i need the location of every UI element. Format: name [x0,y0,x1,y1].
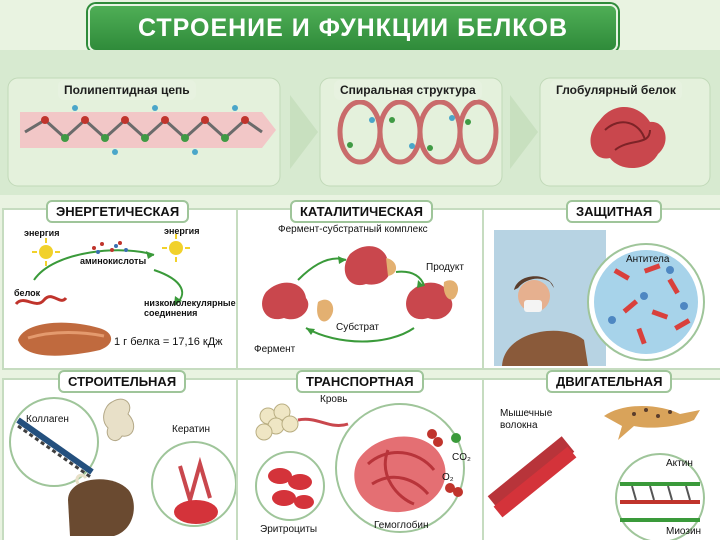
transport-section: Кровь CO₂ O₂ Эритроциты Гемоглобин [236,378,484,540]
complex-label: Фермент-субстратный комплекс [278,224,428,235]
page-title: СТРОЕНИЕ И ФУНКЦИИ БЕЛКОВ [137,13,569,42]
transport-title: ТРАНСПОРТНАЯ [296,370,424,393]
catalytic-illustration [262,246,459,343]
transport-illustration [255,403,465,533]
actin-label: Актин [666,458,693,469]
antibodies-label: Антитела [626,254,670,265]
product-label: Продукт [426,262,464,273]
energy-formula: 1 г белка = 17,16 кДж [114,336,223,348]
helix-label: Спиральная структура [334,80,482,100]
protective-illustration [494,230,705,366]
building-section: Коллаген Кератин [2,378,238,540]
energy-label-2: энергия [164,226,200,236]
collagen-label: Коллаген [26,414,69,425]
catalytic-section: Фермент-субстратный комплекс Продукт Суб… [236,208,484,370]
protein-label: белок [14,288,41,298]
motor-section: Мышечные волокна Актин Миозин [482,378,720,540]
structure-panel: Полипептидная цепь Спиральная структура … [0,50,720,195]
building-illustration [9,397,236,536]
motor-title: ДВИГАТЕЛЬНАЯ [546,370,673,393]
substrate-label: Субстрат [336,322,380,333]
erythrocytes-label: Эритроциты [260,524,318,535]
energy-label-1: энергия [24,228,60,238]
blood-label: Кровь [320,394,348,405]
enzyme-label: Фермент [254,344,296,355]
hemoglobin-label: Гемоглобин [374,520,429,531]
aminoacids-label: аминокислоты [80,256,147,266]
fibers-label: Мышечные волокна [500,408,553,431]
protective-title: ЗАЩИТНАЯ [566,200,663,223]
lowmol-label: низкомолекулярные соединения [144,298,236,318]
protective-section: Антитела [482,208,720,370]
title-banner: СТРОЕНИЕ И ФУНКЦИИ БЕЛКОВ [88,4,618,52]
co2-label: CO₂ [452,452,471,463]
globular-label: Глобулярный белок [550,80,682,100]
energy-section: энергия энергия аминокислоты белок низко… [2,208,238,370]
energy-illustration [14,234,190,356]
building-title: СТРОИТЕЛЬНАЯ [58,370,187,393]
myosin-label: Миозин [666,526,702,537]
catalytic-title: КАТАЛИТИЧЕСКАЯ [290,200,433,223]
structure-illustration [7,77,711,187]
keratin-label: Кератин [172,424,210,435]
o2-label: O₂ [442,472,454,483]
energy-title: ЭНЕРГЕТИЧЕСКАЯ [46,200,190,223]
polypeptide-label: Полипептидная цепь [58,80,196,100]
motor-illustration [487,406,705,540]
